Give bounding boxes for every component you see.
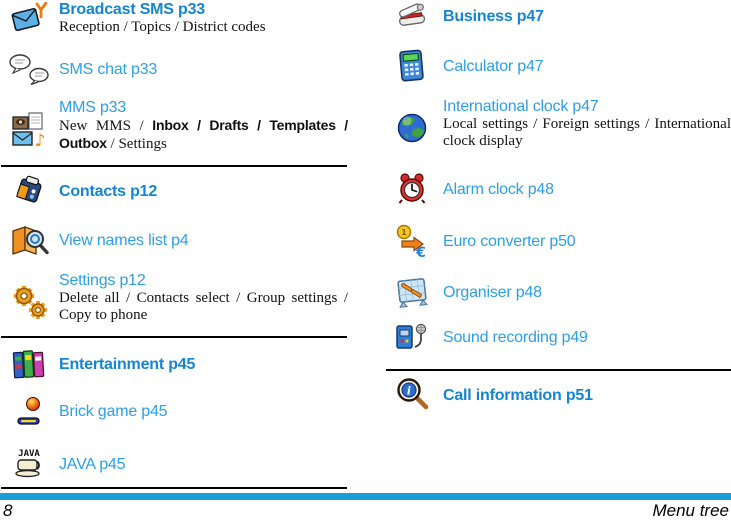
menu-link-alarm-clock[interactable]: Alarm clock p48 bbox=[443, 180, 554, 198]
alarm-clock-icon bbox=[380, 173, 443, 205]
menu-link-entertainment[interactable]: Entertainment p45 bbox=[59, 355, 196, 373]
sms-chat-icon bbox=[0, 53, 59, 85]
settings-gears-icon bbox=[0, 275, 59, 320]
menu-link-brick-game[interactable]: Brick game p45 bbox=[59, 402, 168, 420]
menu-item-text: MMS p33 New MMS / Inbox / Drafts / Templ… bbox=[59, 99, 348, 152]
mms-icon: ♪ bbox=[0, 103, 59, 148]
menu-link-sound-recording[interactable]: Sound recording p49 bbox=[443, 328, 588, 346]
java-icon: JAVA bbox=[0, 447, 59, 481]
section-divider bbox=[1, 165, 347, 167]
menu-item-subtitle: New MMS / Inbox / Drafts / Templates / O… bbox=[59, 117, 348, 152]
calculator-icon bbox=[380, 49, 443, 83]
menu-item-subtitle: Local settings / Foreign settings / Inte… bbox=[443, 116, 731, 149]
section-divider bbox=[1, 336, 347, 338]
svg-text:JAVA: JAVA bbox=[18, 449, 40, 459]
menu-link-organiser[interactable]: Organiser p48 bbox=[443, 283, 542, 301]
menu-item-text: Euro converter p50 bbox=[443, 233, 731, 250]
broadcast-sms-icon bbox=[0, 2, 59, 34]
menu-item-text: Broadcast SMS p33 Reception / Topics / D… bbox=[59, 1, 348, 36]
business-icon bbox=[380, 3, 443, 29]
menu-item-text: JAVA p45 bbox=[59, 456, 348, 473]
call-information-icon: i bbox=[380, 377, 443, 413]
menu-item-entertainment: Entertainment p45 bbox=[0, 347, 348, 381]
menu-item-mms: ♪ MMS p33 New MMS / Inbox / Drafts / Tem… bbox=[0, 99, 348, 152]
brick-game-icon bbox=[0, 396, 59, 426]
footer-accent-bar bbox=[0, 493, 731, 500]
menu-item-text: View names list p4 bbox=[59, 232, 348, 249]
menu-link-international-clock[interactable]: International clock p47 bbox=[443, 98, 599, 115]
menu-item-text: Contacts p12 bbox=[59, 183, 348, 200]
subtitle-text: Local settings / Foreign settings / Inte… bbox=[443, 116, 731, 149]
menu-item-text: International clock p47 Local settings /… bbox=[443, 98, 731, 149]
menu-item-broadcast-sms: Broadcast SMS p33 Reception / Topics / D… bbox=[0, 1, 348, 36]
contacts-icon bbox=[0, 175, 59, 207]
menu-link-sms-chat[interactable]: SMS chat p33 bbox=[59, 60, 158, 78]
menu-link-broadcast-sms[interactable]: Broadcast SMS p33 bbox=[59, 1, 205, 18]
menu-item-text: Sound recording p49 bbox=[443, 329, 731, 346]
menu-item-business: Business p47 bbox=[380, 1, 731, 31]
subtitle-text: Reception / Topics / District codes bbox=[59, 19, 266, 35]
sound-recording-icon bbox=[380, 322, 443, 352]
svg-text:♪: ♪ bbox=[34, 131, 45, 148]
menu-item-contacts-settings: Settings p12 Delete all / Contacts selec… bbox=[0, 272, 348, 323]
entertainment-books-icon bbox=[0, 347, 59, 381]
menu-item-text: SMS chat p33 bbox=[59, 61, 348, 78]
menu-item-organiser: Organiser p48 bbox=[380, 275, 731, 309]
menu-item-contacts: Contacts p12 bbox=[0, 175, 348, 207]
menu-item-international-clock: International clock p47 Local settings /… bbox=[380, 98, 731, 149]
subtitle-segment-bold: Inbox / Drafts / Templates / Outbox bbox=[59, 117, 348, 151]
menu-item-sms-chat: SMS chat p33 bbox=[0, 53, 348, 85]
subtitle-segment: / Settings bbox=[106, 135, 167, 152]
menu-item-text: Organiser p48 bbox=[443, 284, 731, 301]
menu-item-subtitle: Reception / Topics / District codes bbox=[59, 19, 348, 36]
menu-item-text: Entertainment p45 bbox=[59, 356, 348, 373]
svg-text:€: € bbox=[415, 245, 426, 258]
euro-converter-icon: 1 € bbox=[380, 224, 443, 258]
menu-link-euro-converter[interactable]: Euro converter p50 bbox=[443, 232, 576, 250]
subtitle-segment: New MMS / bbox=[59, 118, 153, 134]
menu-link-call-information[interactable]: Call information p51 bbox=[443, 386, 593, 404]
menu-item-subtitle: Delete all / Contacts select / Group set… bbox=[59, 290, 348, 323]
menu-item-text: Business p47 bbox=[443, 8, 731, 25]
menu-item-alarm-clock: Alarm clock p48 bbox=[380, 173, 731, 205]
international-clock-globe-icon bbox=[380, 102, 443, 145]
footer-section-title: Menu tree bbox=[652, 501, 729, 520]
subtitle-text: Delete all / Contacts select / Group set… bbox=[59, 290, 348, 323]
menu-link-mms[interactable]: MMS p33 bbox=[59, 99, 127, 116]
view-names-list-icon bbox=[0, 224, 59, 256]
svg-text:1: 1 bbox=[401, 228, 407, 237]
menu-item-view-names-list: View names list p4 bbox=[0, 224, 348, 256]
menu-item-euro-converter: 1 € Euro converter p50 bbox=[380, 224, 731, 258]
menu-link-business[interactable]: Business p47 bbox=[443, 7, 544, 25]
svg-text:i: i bbox=[406, 385, 410, 398]
menu-item-text: Settings p12 Delete all / Contacts selec… bbox=[59, 272, 348, 323]
menu-item-call-information: i Call information p51 bbox=[380, 377, 731, 413]
section-divider bbox=[1, 487, 347, 489]
section-divider bbox=[386, 369, 731, 371]
menu-item-text: Brick game p45 bbox=[59, 403, 348, 420]
menu-link-calculator[interactable]: Calculator p47 bbox=[443, 57, 544, 75]
menu-link-contacts[interactable]: Contacts p12 bbox=[59, 182, 158, 200]
menu-item-calculator: Calculator p47 bbox=[380, 49, 731, 83]
menu-item-java: JAVA JAVA p45 bbox=[0, 447, 348, 481]
menu-link-java[interactable]: JAVA p45 bbox=[59, 455, 126, 473]
menu-item-text: Alarm clock p48 bbox=[443, 181, 731, 198]
menu-item-text: Calculator p47 bbox=[443, 58, 731, 75]
menu-link-contacts-settings[interactable]: Settings p12 bbox=[59, 272, 146, 289]
menu-item-sound-recording: Sound recording p49 bbox=[380, 322, 731, 352]
organiser-icon bbox=[380, 275, 443, 309]
menu-link-view-names-list[interactable]: View names list p4 bbox=[59, 231, 189, 249]
menu-item-text: Call information p51 bbox=[443, 387, 731, 404]
menu-item-brick-game: Brick game p45 bbox=[0, 396, 348, 426]
page-number: 8 bbox=[3, 501, 13, 520]
